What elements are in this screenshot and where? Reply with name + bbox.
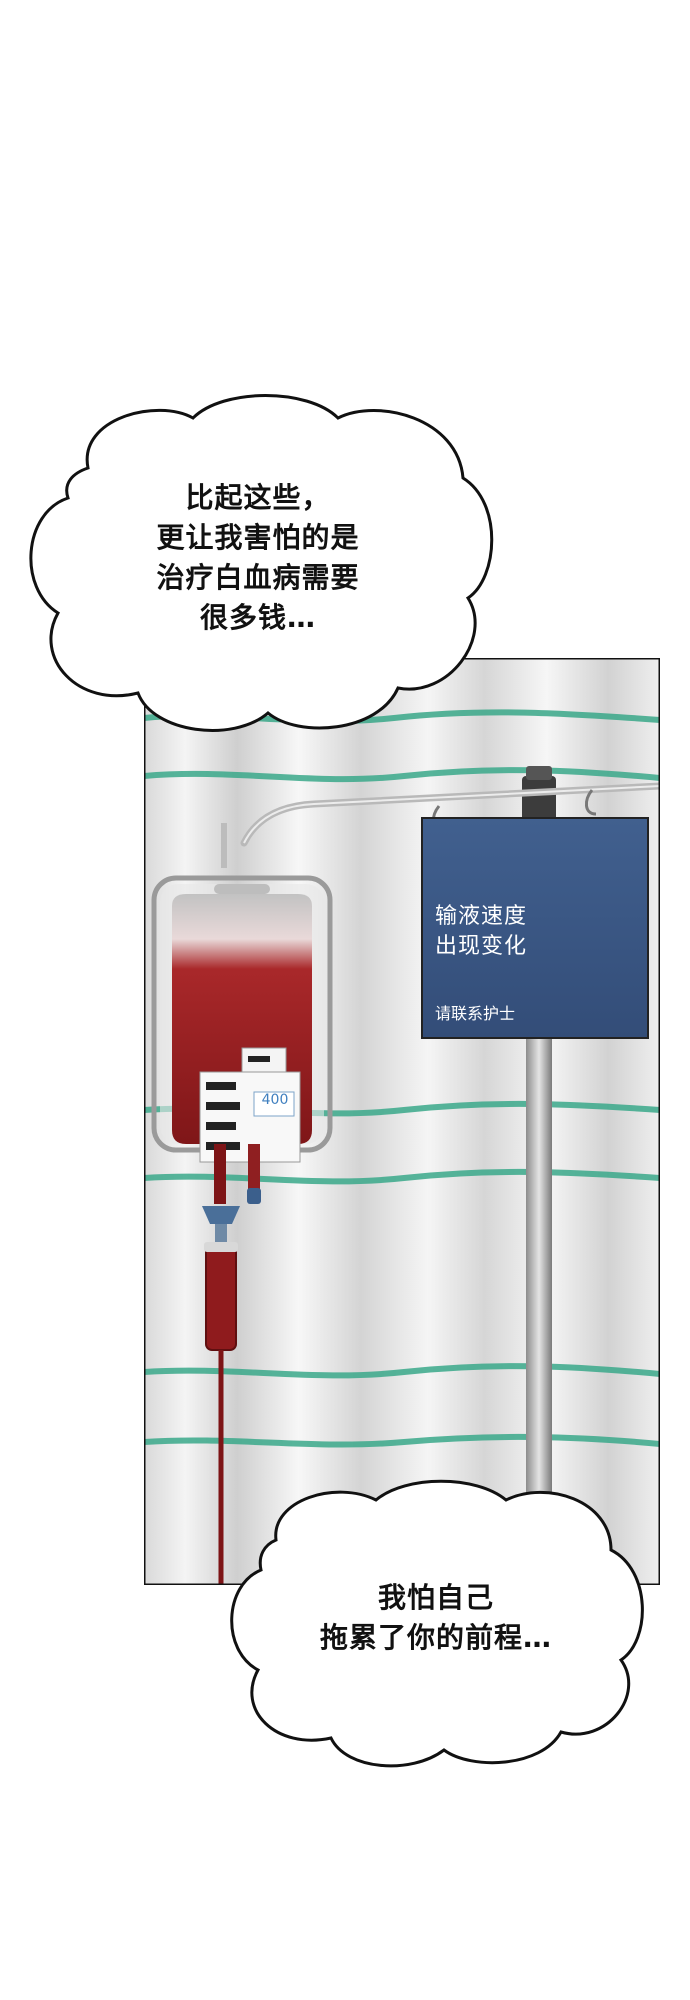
speech-bubble-bottom — [230, 1479, 644, 1768]
drip-chamber — [205, 1243, 237, 1351]
speech-bubble-top — [29, 394, 494, 732]
iv-pole — [526, 958, 552, 1585]
sign-line-3: 请联系护士 — [435, 1004, 516, 1023]
nurse-call-sign — [421, 817, 649, 1039]
iv-bag-panel — [144, 658, 660, 1585]
sign-line-2: 出现变化 — [435, 934, 528, 959]
speech-bubble-bottom-text: 我怕自己 拖累了你的前程… — [246, 1578, 626, 1658]
bubble-top-line-2: 更让我害怕的是 — [156, 521, 360, 554]
bubble-bottom-line-2: 拖累了你的前程… — [319, 1621, 552, 1654]
bubble-top-line-4: 很多钱… — [199, 601, 316, 634]
speech-bubble-top-text: 比起这些， 更让我害怕的是 治疗白血病需要 很多钱… — [78, 478, 438, 638]
sign-line-1: 输液速度 — [435, 904, 528, 929]
blood-bag-volume-label: 400 — [261, 1092, 289, 1108]
bubble-top-line-1: 比起这些， — [185, 481, 331, 514]
bubble-top-line-3: 治疗白血病需要 — [156, 561, 360, 594]
bubble-bottom-line-1: 我怕自己 — [377, 1581, 494, 1614]
